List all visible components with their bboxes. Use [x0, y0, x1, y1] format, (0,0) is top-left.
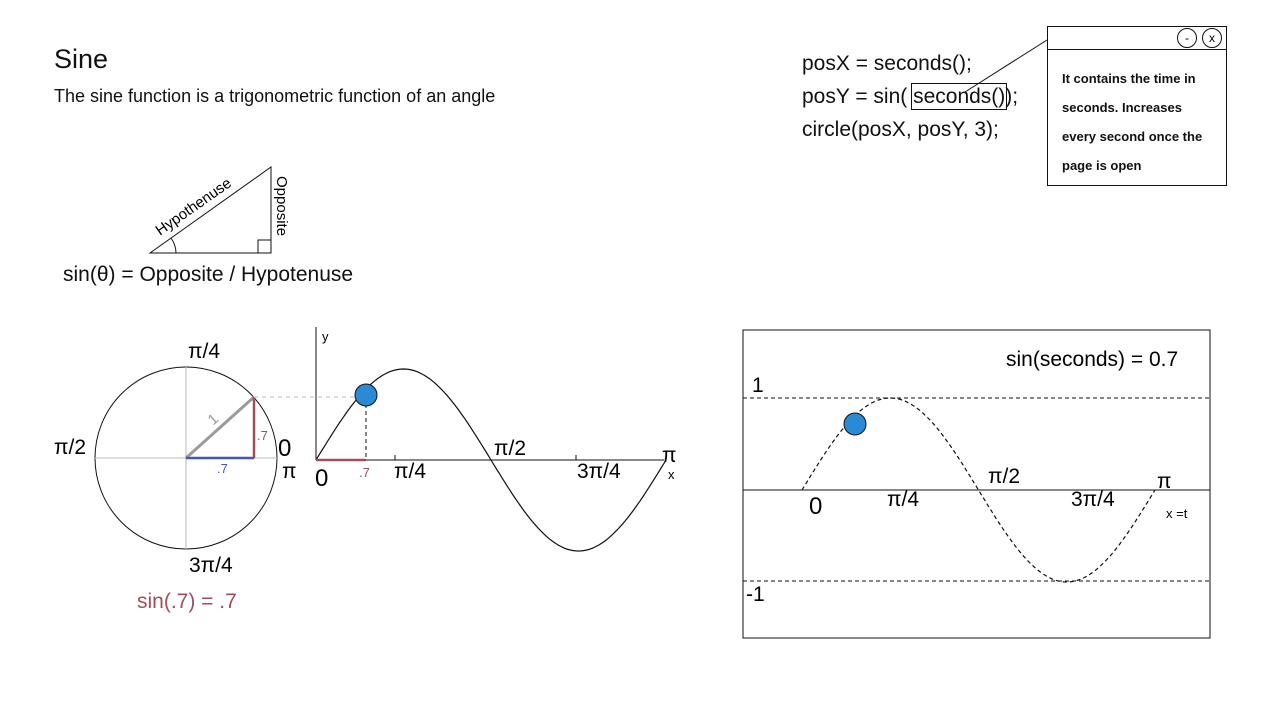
code-line-posy-suffix: );	[1005, 85, 1019, 108]
triangle-shape	[148, 166, 272, 254]
panel-ball	[843, 412, 867, 436]
tooltip-titlebar: - x	[1048, 27, 1226, 50]
sine-graph: y x 0 π/4 π/2 3π/4 π .7	[254, 327, 677, 552]
circle-label-pi: π	[282, 460, 297, 483]
graph-tick-label-0: 0	[315, 465, 328, 492]
minimize-button[interactable]: -	[1177, 28, 1197, 48]
panel-tick-label-2: π/2	[988, 465, 1020, 488]
code-line-circle: circle(posX, posY, 3);	[802, 118, 999, 141]
graph-ball	[354, 383, 378, 407]
right-triangle: Hypothenuse Opposite	[148, 166, 290, 254]
circle-label-top: π/4	[188, 340, 220, 363]
code-line-posx: posX = seconds();	[802, 52, 972, 75]
graph-x-label: x	[668, 467, 675, 482]
opposite-label: Opposite	[273, 176, 290, 236]
panel-sine-curve	[801, 397, 1156, 583]
tooltip-text: It contains the time in seconds. Increas…	[1062, 71, 1203, 173]
circle-label-left: π/2	[54, 436, 86, 459]
tooltip-pointer	[964, 39, 1048, 93]
panel-y-min-label: -1	[746, 583, 765, 606]
panel-equation: sin(seconds) = 0.7	[1006, 348, 1178, 371]
hypotenuse-label: Hypothenuse	[153, 175, 235, 240]
panel-y-max-label: 1	[752, 374, 764, 397]
panel-x-label: x =t	[1166, 506, 1188, 521]
page-subtitle: The sine function is a trigonometric fun…	[54, 86, 496, 106]
radius-line	[184, 395, 256, 460]
unit-circle: π/4 π/2 0 π 3π/4 1 .7 .7	[54, 340, 297, 577]
panel-frame	[742, 329, 1211, 639]
panel-tick-label-1: π/4	[887, 488, 919, 511]
circle-label-bottom: 3π/4	[189, 554, 233, 577]
code-line-posy-prefix: posY = sin(	[802, 85, 914, 108]
page-title: Sine	[54, 44, 109, 74]
right-angle-mark	[257, 239, 272, 254]
graph-tick-label-4: π	[662, 444, 677, 467]
graph-tick-label-2: π/2	[494, 437, 526, 460]
sine-formula: sin(θ) = Opposite / Hypotenuse	[63, 263, 354, 286]
animation-panel: sin(seconds) = 0.7 1 -1 0 π/4 π/2 3π/4 π…	[742, 329, 1211, 639]
panel-tick-label-0: 0	[809, 493, 822, 520]
graph-tick-label-1: π/4	[394, 460, 426, 483]
sine-curve	[315, 368, 667, 552]
adjacent-value-label: .7	[217, 461, 228, 476]
panel-tick-label-3: 3π/4	[1071, 488, 1115, 511]
sine-example-caption: sin(.7) = .7	[137, 590, 237, 613]
seconds-highlight[interactable]: seconds()	[911, 83, 1008, 110]
opposite-value-label: .7	[257, 428, 268, 443]
graph-y-label: y	[322, 329, 329, 344]
circle-label-zero: 0	[278, 435, 291, 462]
panel-tick-label-4: π	[1157, 470, 1172, 493]
close-button[interactable]: x	[1202, 28, 1222, 48]
code-line-posy: posY = sin( seconds());	[802, 83, 1019, 110]
angle-theta-arc	[170, 237, 177, 254]
graph-tick-label-3: 3π/4	[577, 460, 621, 483]
graph-point-x-label: .7	[359, 465, 370, 480]
tooltip-window: - x It contains the time in seconds. Inc…	[1047, 26, 1227, 186]
